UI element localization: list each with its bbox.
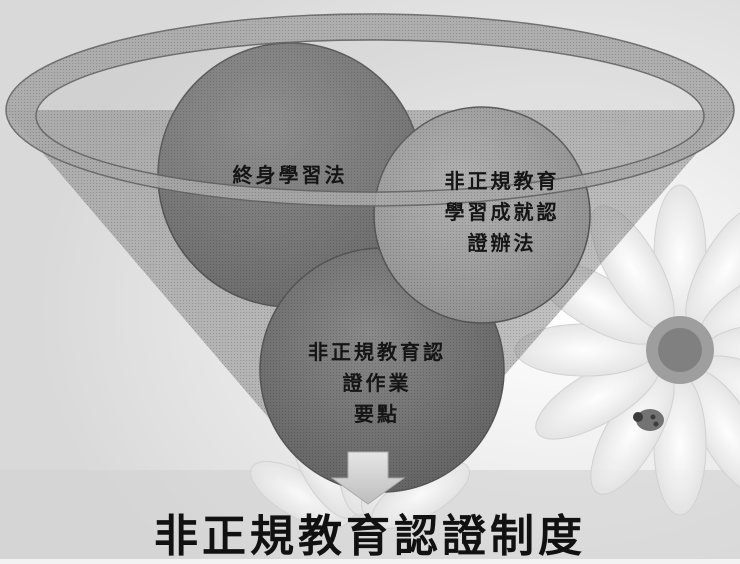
node-label-line: 非正規教育認 [308, 340, 446, 364]
node-label-line: 要點 [354, 402, 400, 426]
node-label-guidelines: 非正規教育認 證作業 要點 [262, 337, 492, 430]
funnel-opening [35, 39, 705, 193]
node-label-line: 學習成就認 [444, 200, 560, 224]
node-label-line: 證辦法 [467, 231, 537, 255]
node-label-line: 非正規教育 [444, 169, 560, 193]
node-label-line: 證作業 [342, 371, 412, 395]
circle-recognition-rules-texture [374, 107, 590, 323]
node-label-recognition-rules: 非正規教育 學習成就認 證辦法 [412, 166, 592, 259]
ladybug-image [633, 409, 664, 431]
node-label-lifelong: 終身學習法 [190, 160, 390, 191]
result-title: 非正規教育認證制度 [154, 511, 586, 562]
down-arrow-icon [330, 451, 406, 505]
node-label-line: 終身學習法 [232, 163, 348, 187]
circle-lifelong-texture [158, 43, 422, 307]
